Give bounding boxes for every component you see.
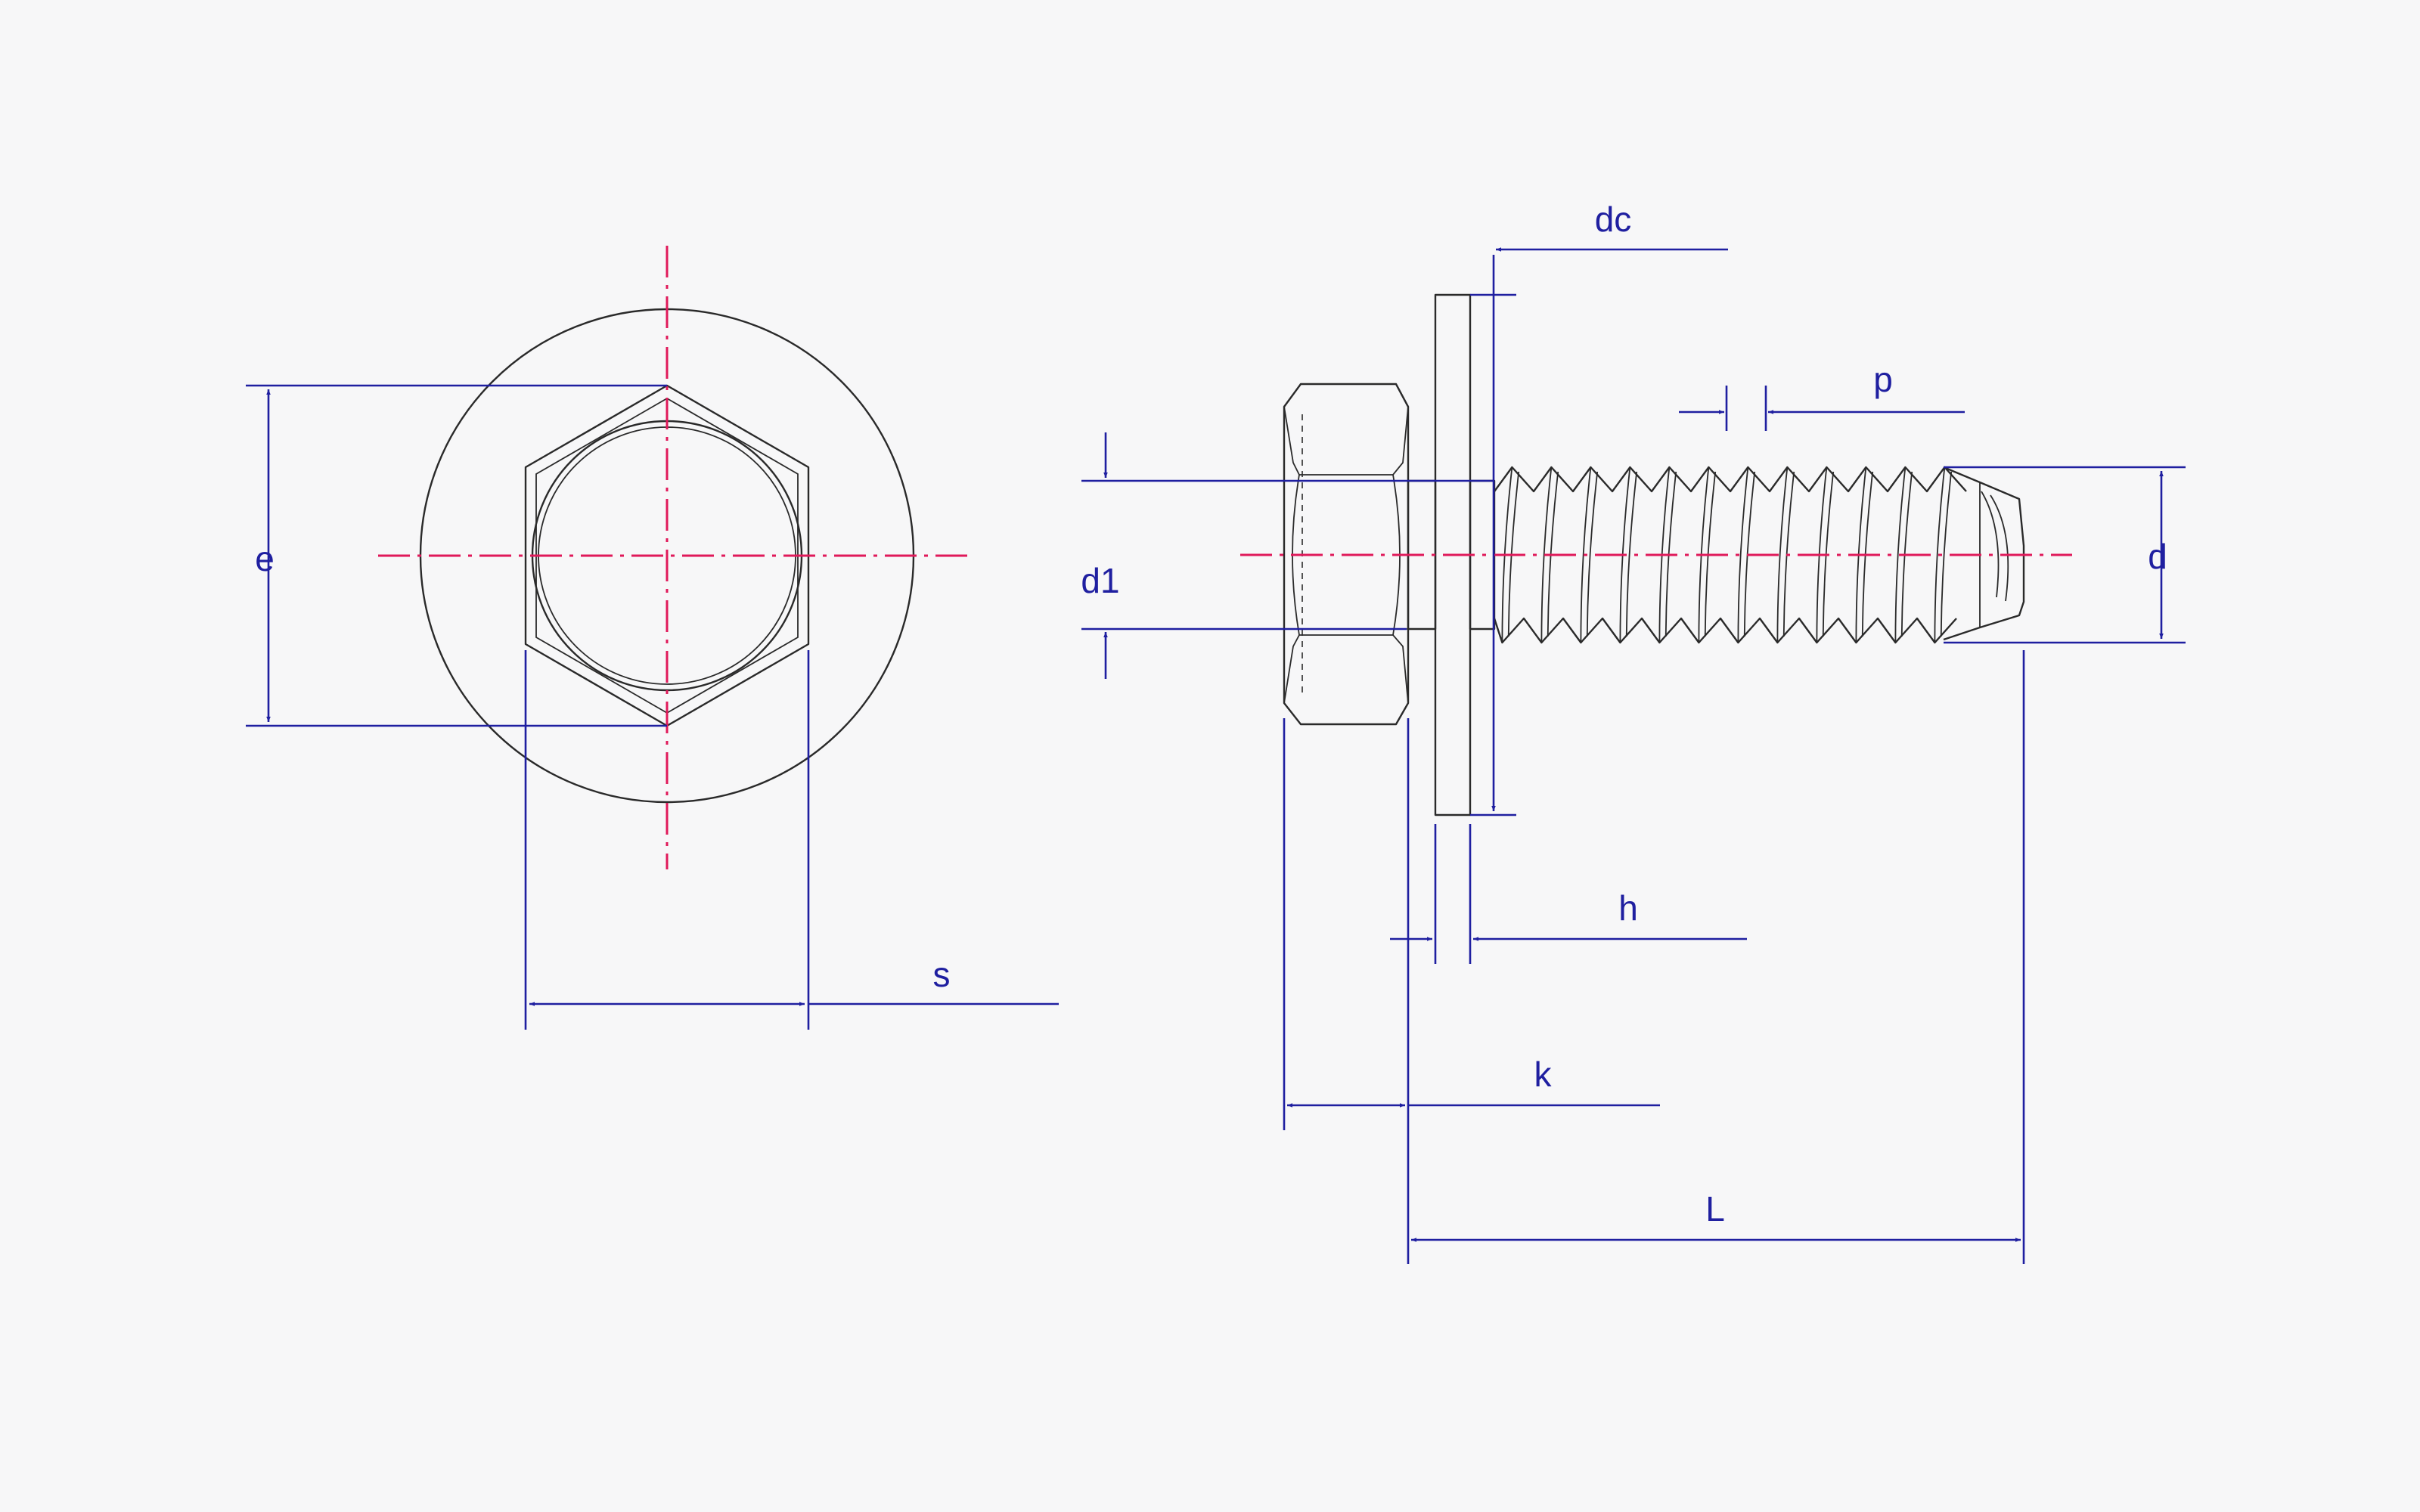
label-e: e <box>255 539 275 578</box>
thread-profile <box>1493 617 1957 644</box>
dimension-h: h <box>1390 824 1747 964</box>
label-k: k <box>1534 1055 1553 1094</box>
label-p: p <box>1873 360 1893 399</box>
label-dc: dc <box>1595 200 1632 239</box>
thread-crest-line <box>1776 466 1789 643</box>
dimension-L: L <box>1411 650 2025 1264</box>
thread-crest-line <box>1894 466 1907 643</box>
thread-crest-line <box>1580 466 1592 643</box>
threaded-shank <box>1493 466 1967 644</box>
dimension-dc: dc <box>1470 200 1728 816</box>
thread-profile <box>1494 466 1967 493</box>
label-d: d <box>2148 537 2167 576</box>
dimension-p: p <box>1679 360 1965 431</box>
dimension-s: s <box>524 650 1059 1030</box>
dimension-d1: d1 <box>1081 432 1494 679</box>
dimension-k: k <box>1283 718 1660 1264</box>
side-view <box>1240 293 2072 816</box>
label-h: h <box>1618 888 1638 928</box>
label-L: L <box>1705 1189 1725 1228</box>
top-view <box>378 246 968 869</box>
thread-crest-line <box>1934 466 1946 643</box>
label-d1: d1 <box>1081 561 1119 600</box>
dimension-d: d <box>1944 466 2186 644</box>
dimension-e: e <box>246 384 667 727</box>
thread-crest-line <box>1737 466 1749 643</box>
drill-point <box>1943 466 2025 641</box>
thread-crest-line <box>1540 466 1553 643</box>
thread-crest-line <box>1586 471 1599 637</box>
thread-crest-line <box>1625 471 1638 637</box>
label-s: s <box>933 955 951 994</box>
thread-crest-line <box>1940 471 1953 637</box>
